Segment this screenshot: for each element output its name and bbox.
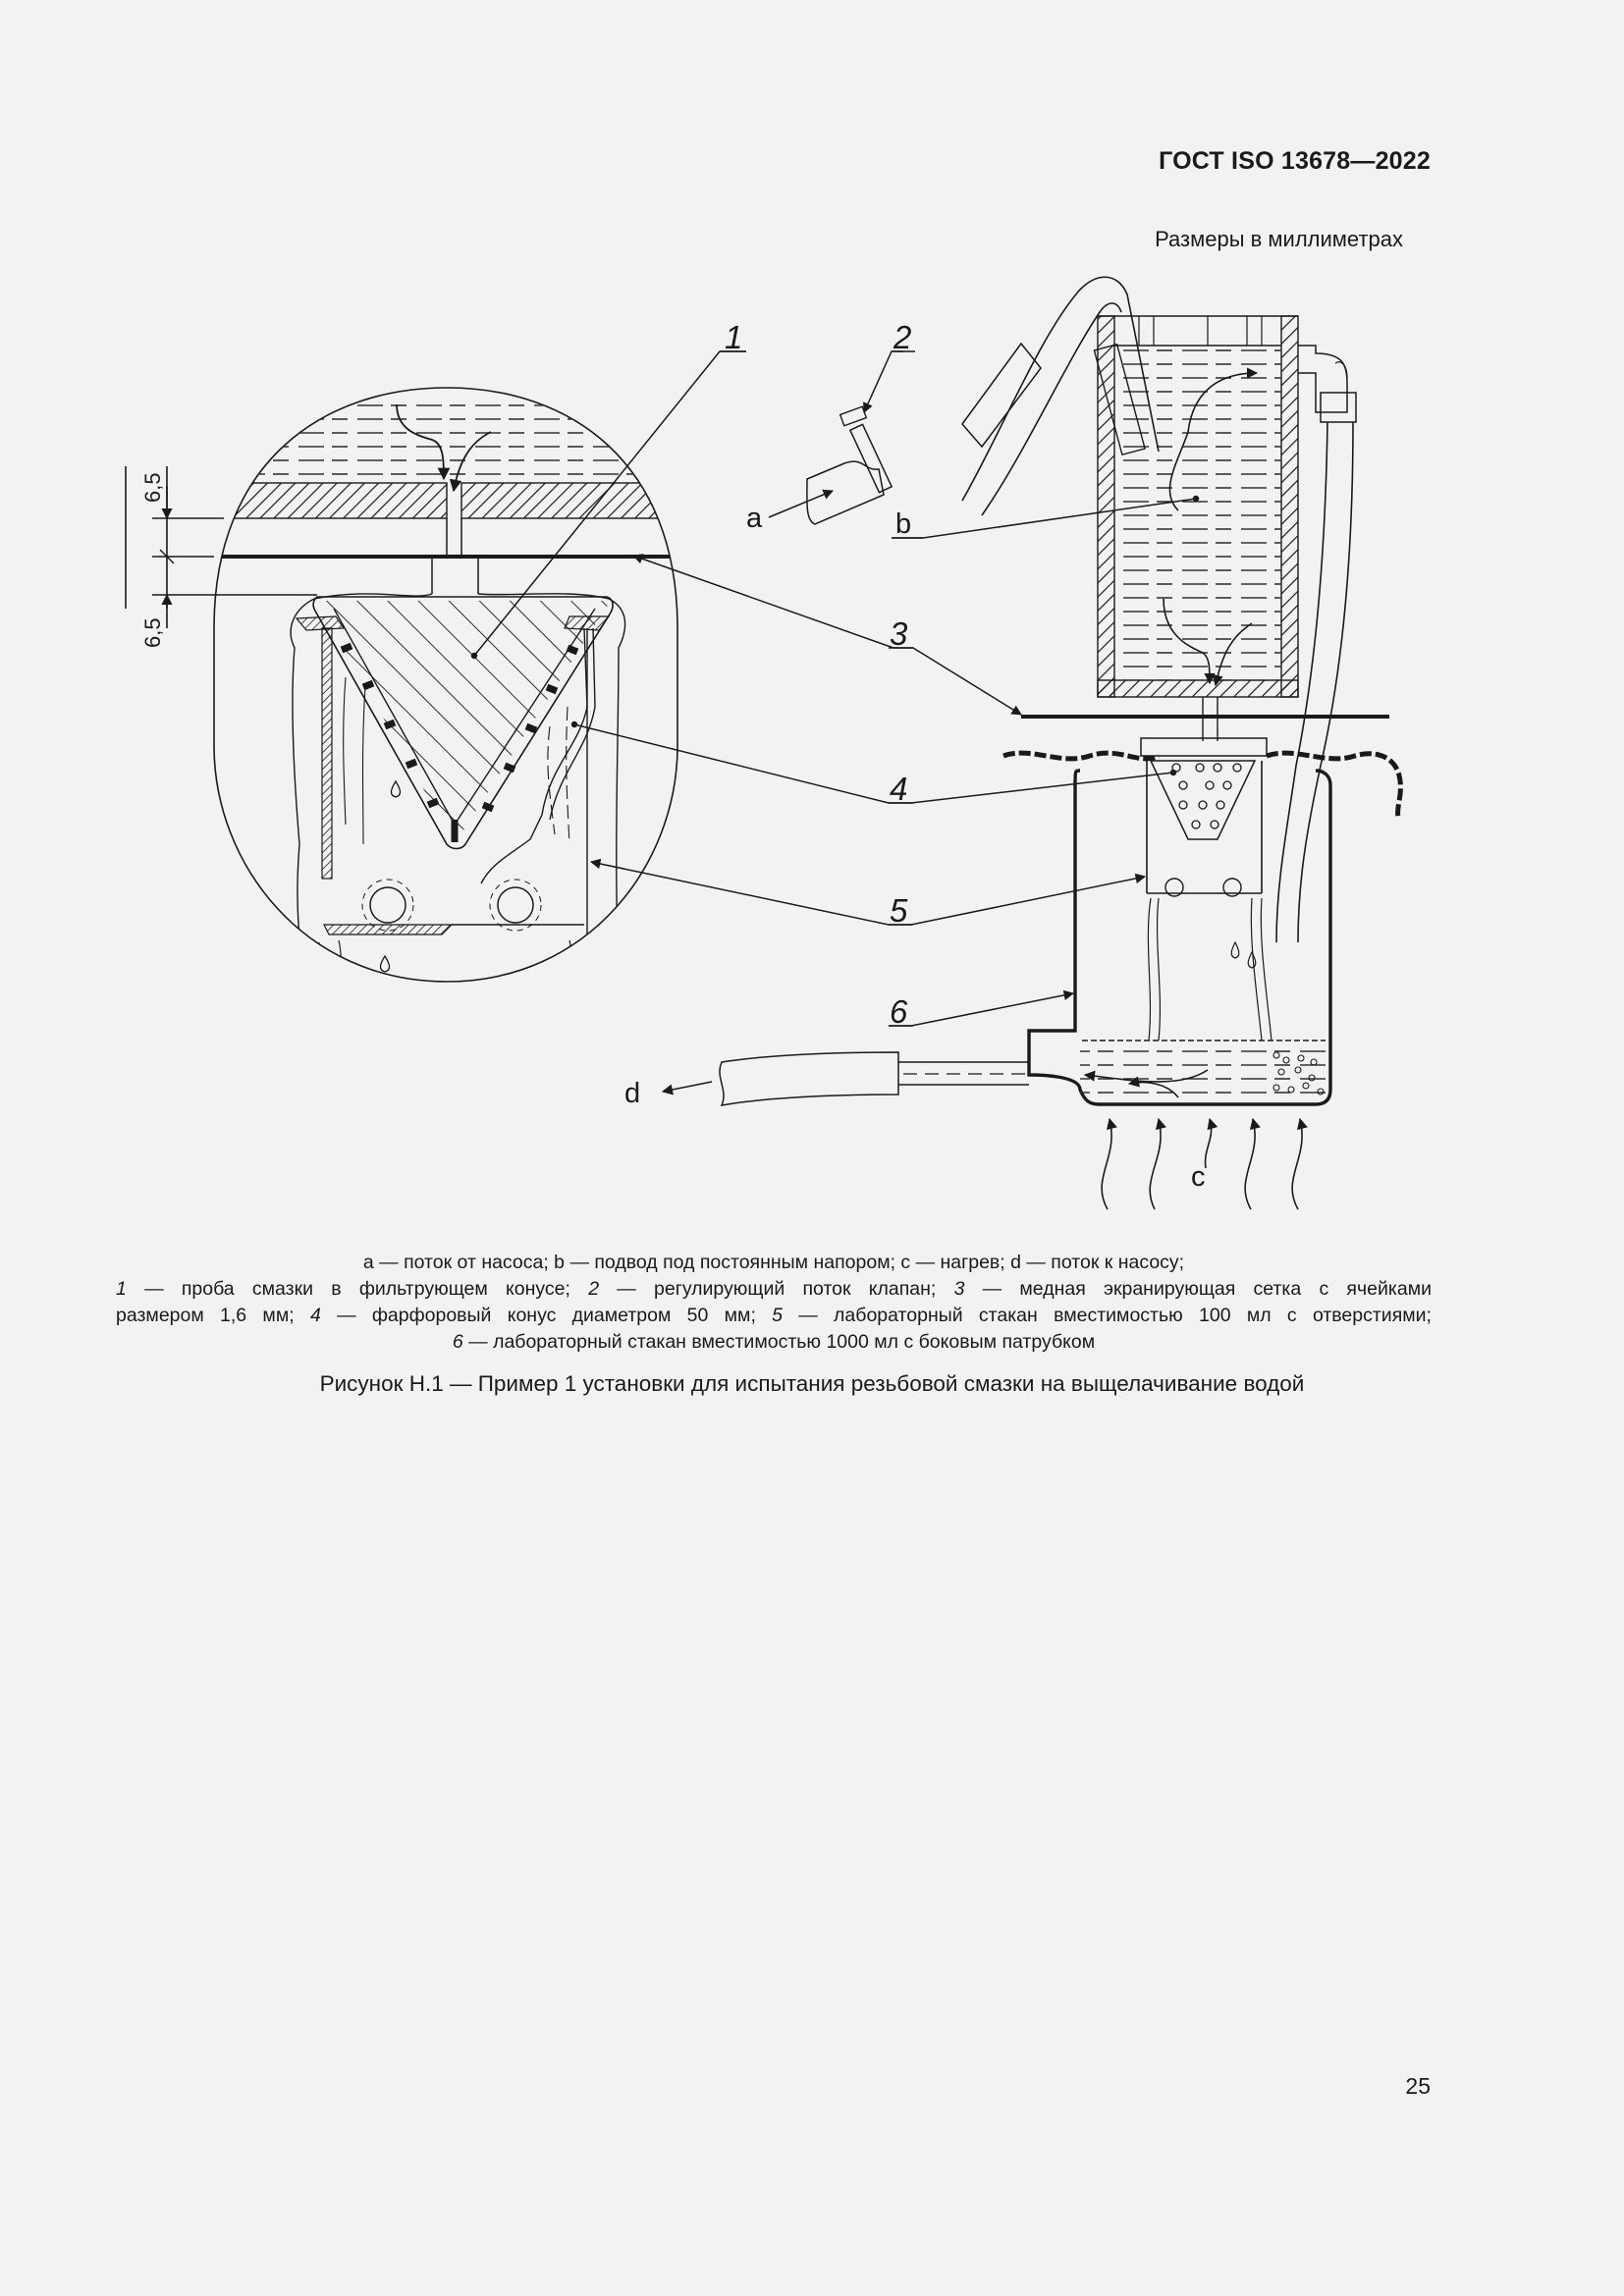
legend-text-6: — лабораторный стакан вместимостью 1000 … — [462, 1331, 1096, 1353]
callout-4: 4 — [890, 771, 907, 807]
callout-5: 5 — [890, 892, 908, 929]
legend-text-2: — регулирующий поток клапан; — [599, 1278, 954, 1300]
legend-num-3: 3 — [953, 1278, 965, 1300]
detail-view — [125, 387, 678, 983]
apparatus — [661, 276, 1403, 1210]
figure-legend: a — поток от насоса; b — подвод под пост… — [116, 1250, 1432, 1356]
callout-1: 1 — [725, 319, 742, 355]
dimension-upper: 6,5 — [140, 472, 165, 503]
legend-num-1: 1 — [116, 1278, 127, 1300]
legend-line-4: 6 — лабораторный стакан вместимостью 100… — [116, 1329, 1432, 1356]
callout-c: c — [1191, 1161, 1206, 1193]
callout-2: 2 — [893, 319, 911, 355]
callout-6: 6 — [890, 993, 908, 1030]
callout-3: 3 — [890, 615, 908, 652]
callout-a: a — [746, 503, 763, 534]
page-number: 25 — [1405, 2073, 1431, 2099]
legend-text-4: — фарфоровый конус диаметром 50 мм; — [320, 1305, 773, 1326]
legend-num-5: 5 — [772, 1305, 783, 1326]
legend-text-5: — лабораторный стакан вместимостью 100 м… — [783, 1305, 1432, 1326]
figure-caption: Рисунок Н.1 — Пример 1 установки для исп… — [319, 1371, 1305, 1396]
figure-apparatus-diagram: 6,5 6,5 — [125, 276, 1403, 1210]
legend-text-1: — проба смазки в фильтрующем конусе; — [126, 1278, 589, 1300]
legend-line-letters: a — поток от насоса; b — подвод под пост… — [362, 1252, 1185, 1273]
legend-num-6: 6 — [452, 1331, 463, 1353]
dimension-lower: 6,5 — [140, 617, 165, 648]
legend-text-3b: размером 1,6 мм; — [116, 1305, 310, 1326]
legend-line-3: размером 1,6 мм; 4 — фарфоровый конус ди… — [116, 1303, 1432, 1329]
legend-line-2: 1 — проба смазки в фильтрующем конусе; 2… — [116, 1276, 1432, 1303]
legend-num-4: 4 — [309, 1305, 321, 1326]
units-note: Размеры в миллиметрах — [1155, 227, 1403, 251]
document-code: ГОСТ ISO 13678—2022 — [1159, 147, 1431, 175]
callout-b: b — [895, 508, 911, 540]
legend-text-3: — медная экранирующая сетка с ячейками — [964, 1278, 1432, 1300]
legend-num-2: 2 — [588, 1278, 600, 1300]
callout-d: d — [624, 1078, 640, 1109]
